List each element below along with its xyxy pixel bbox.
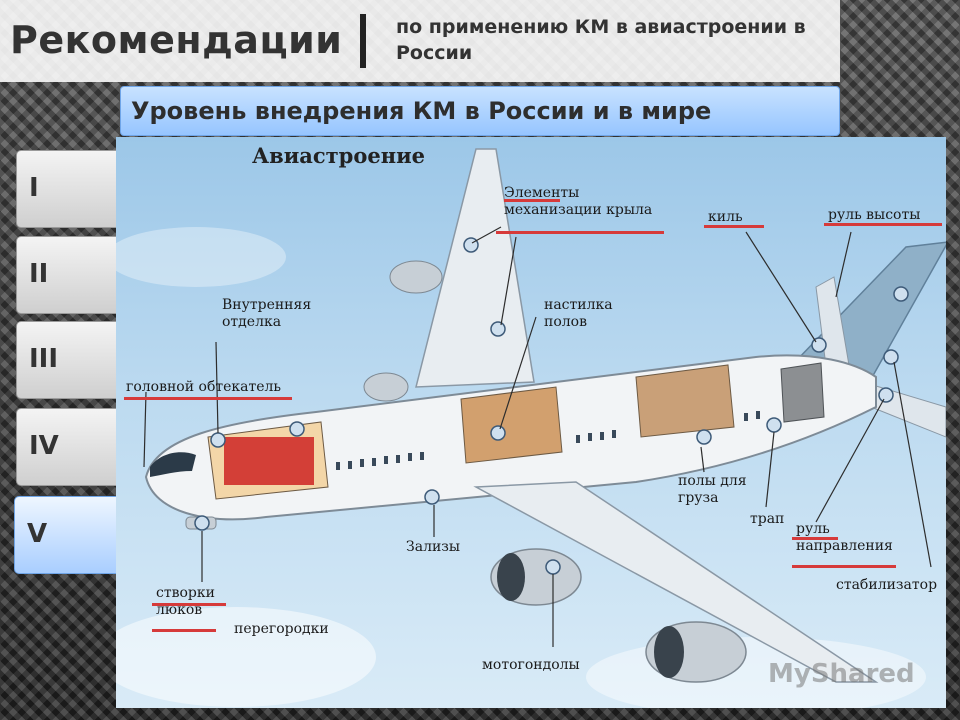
nav-button-label: V [27, 519, 48, 549]
label-partitions: перегородки [234, 621, 329, 637]
underline [792, 565, 896, 568]
nav-button-1[interactable]: I [16, 150, 126, 228]
label-floor: настилка полов [544, 297, 613, 330]
nav-button-2[interactable]: II [16, 236, 126, 314]
nav-button-5[interactable]: V [14, 496, 128, 574]
underline [496, 231, 664, 234]
underline [704, 225, 764, 228]
nav-button-label: II [29, 259, 49, 289]
underline [824, 223, 942, 226]
label-wing-mechanization: Элементы механизации крыла [504, 185, 653, 218]
nav-button-3[interactable]: III [16, 321, 126, 399]
section-header: Уровень внедрения КМ в России и в мире [120, 86, 840, 136]
label-cargo-floor: полы для груза [678, 473, 747, 506]
label-rudder: руль направления [796, 521, 893, 554]
underline [792, 537, 838, 540]
label-fairings: Зализы [406, 539, 461, 555]
label-ladder: трап [750, 511, 785, 527]
underline [152, 629, 216, 632]
title-separator [360, 14, 366, 68]
watermark-logo: MyShared [768, 659, 915, 689]
underline [124, 397, 292, 400]
label-hatch-doors: створки люков [156, 585, 215, 618]
aircraft-illustration [116, 148, 946, 708]
label-interior: Внутренняя отделка [222, 297, 312, 330]
label-nose-fairing: головной обтекатель [126, 379, 282, 395]
nav-button-label: III [29, 344, 59, 374]
diagram-title: Авиастроение [252, 143, 426, 168]
aircraft-diagram: Авиастроение Элементы механизации крыла … [116, 137, 946, 708]
underline [504, 199, 560, 202]
label-nacelles: мотогондолы [482, 657, 580, 673]
label-elevator: руль высоты [828, 207, 921, 223]
nav-button-4[interactable]: IV [16, 408, 126, 486]
nav-button-label: I [29, 173, 39, 203]
slide-title: Рекомендации [10, 18, 343, 62]
nav-button-label: IV [29, 431, 59, 461]
section-header-text: Уровень внедрения КМ в России и в мире [131, 97, 712, 125]
label-fin: киль [708, 209, 743, 225]
slide-subtitle: по применению КМ в авиастроении в России [396, 16, 806, 64]
label-stabilizer: стабилизатор [836, 577, 938, 593]
title-bar: Рекомендации по применению КМ в авиастро… [0, 0, 840, 82]
underline [152, 603, 226, 606]
